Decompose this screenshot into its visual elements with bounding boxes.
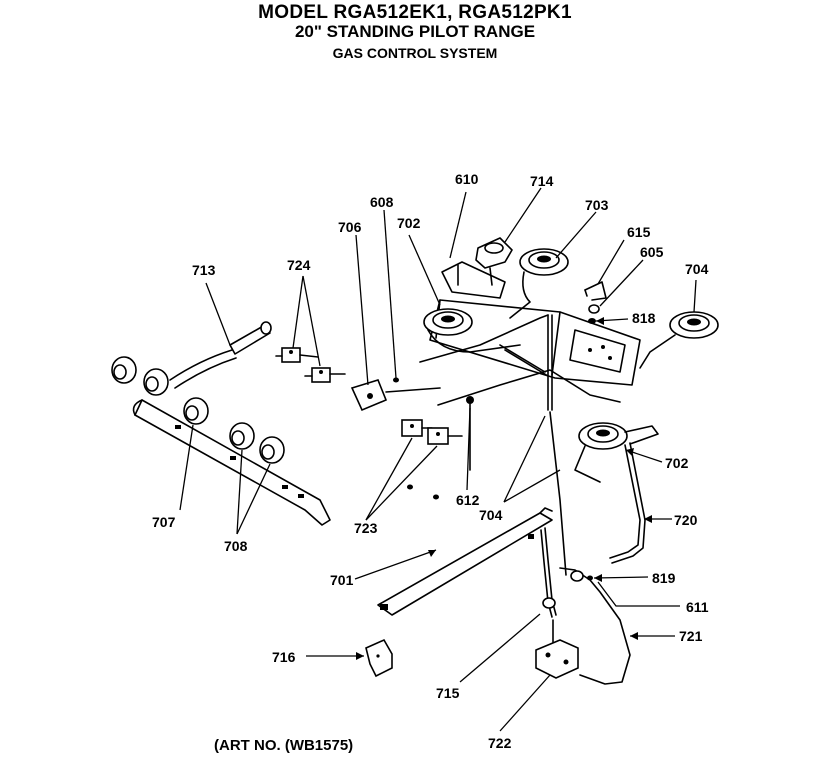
callout-819: 819 (652, 570, 676, 586)
callout-702-right: 702 (665, 455, 689, 471)
callout-702-top: 702 (397, 215, 421, 231)
callout-608: 608 (370, 194, 394, 210)
callout-724: 724 (287, 257, 311, 273)
callout-704-top: 704 (685, 261, 709, 277)
valve-upper-right (304, 367, 346, 383)
surface-burner-rear-right (639, 311, 719, 369)
model-title: MODEL RGA512EK1, RGA512PK1 (258, 2, 572, 23)
knob-socket-5 (259, 436, 285, 464)
callout-713: 713 (192, 262, 216, 278)
valve-screws (393, 377, 439, 500)
leader-arrowheads (356, 317, 652, 660)
knob-socket-3 (183, 397, 209, 425)
knob-socket-2 (143, 368, 169, 396)
callout-labels: 610 714 703 615 605 704 713 724 706 608 … (152, 171, 709, 751)
callout-615: 615 (627, 224, 651, 240)
callout-605: 605 (640, 244, 664, 260)
screw-605 (588, 304, 600, 314)
burner-box (429, 299, 641, 386)
pilot-bracket (441, 261, 506, 299)
surface-burner-front-right (574, 422, 659, 483)
callout-716: 716 (272, 649, 296, 665)
callout-715: 715 (436, 685, 460, 701)
callout-610: 610 (455, 171, 479, 187)
oven-burner-bracket (377, 507, 553, 616)
callout-722: 722 (488, 735, 512, 751)
pilot-tubing-oven (549, 411, 631, 685)
callout-703: 703 (585, 197, 609, 213)
front-manifold-rail (132, 399, 331, 526)
knob-socket-1 (111, 356, 137, 384)
surface-burner-front-left (423, 308, 521, 353)
valve-lower-right (427, 427, 463, 445)
callout-611: 611 (686, 599, 709, 615)
section-title: GAS CONTROL SYSTEM (332, 45, 498, 61)
oven-thermostat (350, 379, 441, 412)
callout-612: 612 (456, 492, 480, 508)
callout-706: 706 (338, 219, 362, 235)
top-pilot (475, 237, 513, 286)
orifice (466, 396, 474, 471)
pilot-tubing (419, 314, 621, 411)
valve-upper-left (275, 347, 319, 363)
surface-burner-rear-left (509, 248, 569, 319)
callout-721: 721 (679, 628, 703, 644)
clip (584, 281, 607, 301)
callout-720: 720 (674, 512, 698, 528)
callout-707: 707 (152, 514, 176, 530)
knob-socket-4 (229, 422, 255, 450)
callout-723: 723 (354, 520, 378, 536)
valve-lower-left (401, 419, 433, 437)
manifold-pipe (169, 321, 272, 389)
leader-lines (179, 187, 697, 732)
oven-pilot (540, 527, 557, 643)
art-number: (ART NO. (WB1575) (214, 737, 354, 754)
callout-714: 714 (530, 173, 554, 189)
screw-818 (588, 318, 596, 324)
oven-safety-valve (535, 639, 579, 679)
callout-708: 708 (224, 538, 248, 554)
callout-704-bottom: 704 (479, 507, 503, 523)
callout-818: 818 (632, 310, 656, 326)
callout-701: 701 (330, 572, 354, 588)
oven-burner-pipe (609, 442, 646, 564)
product-title: 20" STANDING PILOT RANGE (294, 22, 536, 41)
mounting-bracket (365, 638, 393, 678)
